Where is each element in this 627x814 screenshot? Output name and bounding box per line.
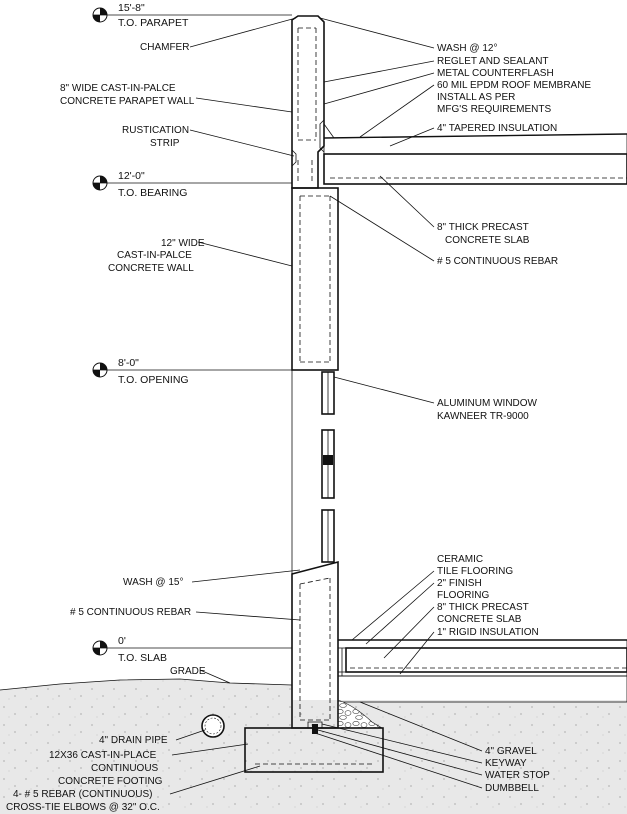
- svg-text:60 MIL EPDM ROOF MEMBRANE: 60 MIL EPDM ROOF MEMBRANE: [437, 80, 591, 91]
- svg-text:CONCRETE PARAPET WALL: CONCRETE PARAPET WALL: [60, 96, 195, 107]
- svg-text:4- # 5 REBAR (CONTINUOUS): 4- # 5 REBAR (CONTINUOUS): [13, 789, 152, 800]
- elevation-value: 12'-0": [118, 170, 145, 182]
- svg-text:MFG'S REQUIREMENTS: MFG'S REQUIREMENTS: [437, 104, 551, 115]
- svg-text:WASH @ 12°: WASH @ 12°: [437, 43, 497, 54]
- svg-text:8" WIDE CAST-IN-PALCE: 8" WIDE CAST-IN-PALCE: [60, 83, 176, 94]
- svg-text:WATER STOP: WATER STOP: [485, 770, 550, 781]
- svg-text:4" TAPERED INSULATION: 4" TAPERED INSULATION: [437, 123, 557, 134]
- precast-roof-slab: [323, 153, 627, 185]
- note-dumbbell: DUMBBELL: [311, 731, 539, 794]
- elevation-label: T.O. BEARING: [118, 187, 187, 199]
- elevation-label: T.O. PARAPET: [118, 17, 189, 29]
- grade-line: [0, 678, 293, 691]
- note-footing: 12X36 CAST-IN-PLACE CONTINUOUS CONCRETE …: [6, 743, 261, 813]
- window-mid-hardware: [323, 455, 333, 465]
- svg-text:8" THICK PRECAST: 8" THICK PRECAST: [437, 222, 529, 233]
- concrete-wall-upper: [291, 187, 339, 371]
- svg-text:8" THICK PRECAST: 8" THICK PRECAST: [437, 602, 529, 613]
- note-rebar-right: # 5 CONTINUOUS REBAR: [329, 195, 558, 267]
- svg-text:TILE FLOORING: TILE FLOORING: [437, 566, 513, 577]
- svg-text:INSTALL AS PER: INSTALL AS PER: [437, 92, 515, 103]
- keyway: [307, 721, 323, 728]
- note-tapered-insulation: 4" TAPERED INSULATION: [389, 123, 557, 147]
- svg-text:1" RIGID INSULATION: 1" RIGID INSULATION: [437, 627, 539, 638]
- foundation-tie: [299, 577, 331, 721]
- gravel-around-wall: [337, 699, 384, 729]
- svg-text:GRADE: GRADE: [170, 666, 206, 677]
- note-water-stop: WATER STOP: [317, 729, 550, 781]
- parapet-rebar: [297, 27, 317, 141]
- elevation-opening: 8'-0" T.O. OPENING: [92, 357, 292, 386]
- note-gravel: 4" GRAVEL: [359, 701, 537, 757]
- elevation-label: T.O. SLAB: [118, 652, 167, 664]
- note-floor-assembly: CERAMIC TILE FLOORING 2" FINISH FLOORING…: [351, 554, 539, 675]
- cant-strip: [323, 122, 335, 139]
- wall-rebar: [299, 195, 331, 363]
- svg-text:WASH @ 15°: WASH @ 15°: [123, 577, 183, 588]
- note-rustication: RUSTICATION STRIP: [122, 125, 295, 157]
- svg-text:FLOORING: FLOORING: [437, 590, 489, 601]
- svg-text:CONCRETE SLAB: CONCRETE SLAB: [445, 235, 530, 246]
- note-concrete-wall: 12" WIDE CAST-IN-PALCE CONCRETE WALL: [108, 238, 293, 274]
- svg-text:CROSS-TIE ELBOWS @ 32" O.C.: CROSS-TIE ELBOWS @ 32" O.C.: [6, 802, 160, 813]
- note-rebar-left: # 5 CONTINUOUS REBAR: [70, 607, 301, 621]
- svg-text:CONCRETE SLAB: CONCRETE SLAB: [437, 614, 522, 625]
- elevation-value: 15'-8": [118, 2, 145, 14]
- svg-text:REGLET AND SEALANT: REGLET AND SEALANT: [437, 56, 549, 67]
- svg-text:# 5 CONTINUOUS REBAR: # 5 CONTINUOUS REBAR: [70, 607, 191, 618]
- note-chamfer: CHAMFER: [140, 17, 297, 53]
- note-wash-15: WASH @ 15°: [123, 569, 301, 588]
- svg-text:CONCRETE FOOTING: CONCRETE FOOTING: [58, 776, 163, 787]
- grade-earth: [0, 679, 292, 814]
- svg-text:CHAMFER: CHAMFER: [140, 42, 189, 53]
- svg-text:CONTINUOUS: CONTINUOUS: [91, 763, 159, 774]
- parapet-wall: [291, 15, 325, 189]
- svg-text:CONCRETE WALL: CONCRETE WALL: [108, 263, 194, 274]
- note-keyway: KEYWAY: [321, 723, 527, 769]
- note-grade: GRADE: [170, 666, 231, 684]
- precast-floor-slab: [345, 647, 627, 673]
- rustication-strip: [291, 149, 297, 167]
- svg-text:STRIP: STRIP: [150, 138, 180, 149]
- counterflash: [319, 119, 325, 153]
- svg-text:RUSTICATION: RUSTICATION: [122, 125, 189, 136]
- note-parapet-wall: 8" WIDE CAST-IN-PALCE CONCRETE PARAPET W…: [60, 83, 293, 113]
- elevation-label: T.O. OPENING: [118, 374, 189, 386]
- note-window: ALUMINUM WINDOW KAWNEER TR-9000: [333, 376, 538, 422]
- svg-text:KAWNEER TR-9000: KAWNEER TR-9000: [437, 411, 529, 422]
- elevation-parapet: 15'-8" T.O. PARAPET: [92, 2, 292, 29]
- elevation-value: 8'-0": [118, 357, 139, 369]
- svg-text:2" FINISH: 2" FINISH: [437, 578, 482, 589]
- rigid-insulation-floor: [337, 671, 627, 677]
- svg-text:CERAMIC: CERAMIC: [437, 554, 483, 565]
- svg-text:4" GRAVEL: 4" GRAVEL: [485, 746, 537, 757]
- svg-text:# 5 CONTINUOUS REBAR: # 5 CONTINUOUS REBAR: [437, 256, 558, 267]
- note-roof-assembly: REGLET AND SEALANT METAL COUNTERFLASH 60…: [323, 56, 591, 138]
- drain-pipe-inner: [204, 717, 222, 735]
- epdm-membrane: [323, 133, 627, 139]
- gravel-bed: [337, 675, 627, 703]
- note-wash-12: WASH @ 12°: [319, 17, 497, 54]
- note-drain-pipe: 4" DRAIN PIPE: [99, 729, 206, 746]
- svg-text:CAST-IN-PALCE: CAST-IN-PALCE: [117, 250, 192, 261]
- svg-text:KEYWAY: KEYWAY: [485, 758, 527, 769]
- finish-flooring: [337, 639, 627, 649]
- elevation-slab: 0' T.O. SLAB: [92, 635, 292, 664]
- water-stop: [312, 724, 318, 734]
- svg-text:12" WIDE: 12" WIDE: [161, 238, 205, 249]
- svg-text:METAL COUNTERFLASH: METAL COUNTERFLASH: [437, 68, 554, 79]
- svg-text:4" DRAIN PIPE: 4" DRAIN PIPE: [99, 735, 168, 746]
- note-precast-roof: 8" THICK PRECAST CONCRETE SLAB: [379, 175, 530, 246]
- elevation-value: 0': [118, 635, 126, 647]
- svg-text:12X36 CAST-IN-PLACE: 12X36 CAST-IN-PLACE: [49, 750, 157, 761]
- svg-text:DUMBBELL: DUMBBELL: [485, 783, 539, 794]
- elevation-bearing: 12'-0" T.O. BEARING: [92, 170, 292, 199]
- parapet-rebar-lower: [297, 160, 313, 184]
- svg-text:ALUMINUM WINDOW: ALUMINUM WINDOW: [437, 398, 538, 409]
- foundation-rebar: [299, 578, 331, 720]
